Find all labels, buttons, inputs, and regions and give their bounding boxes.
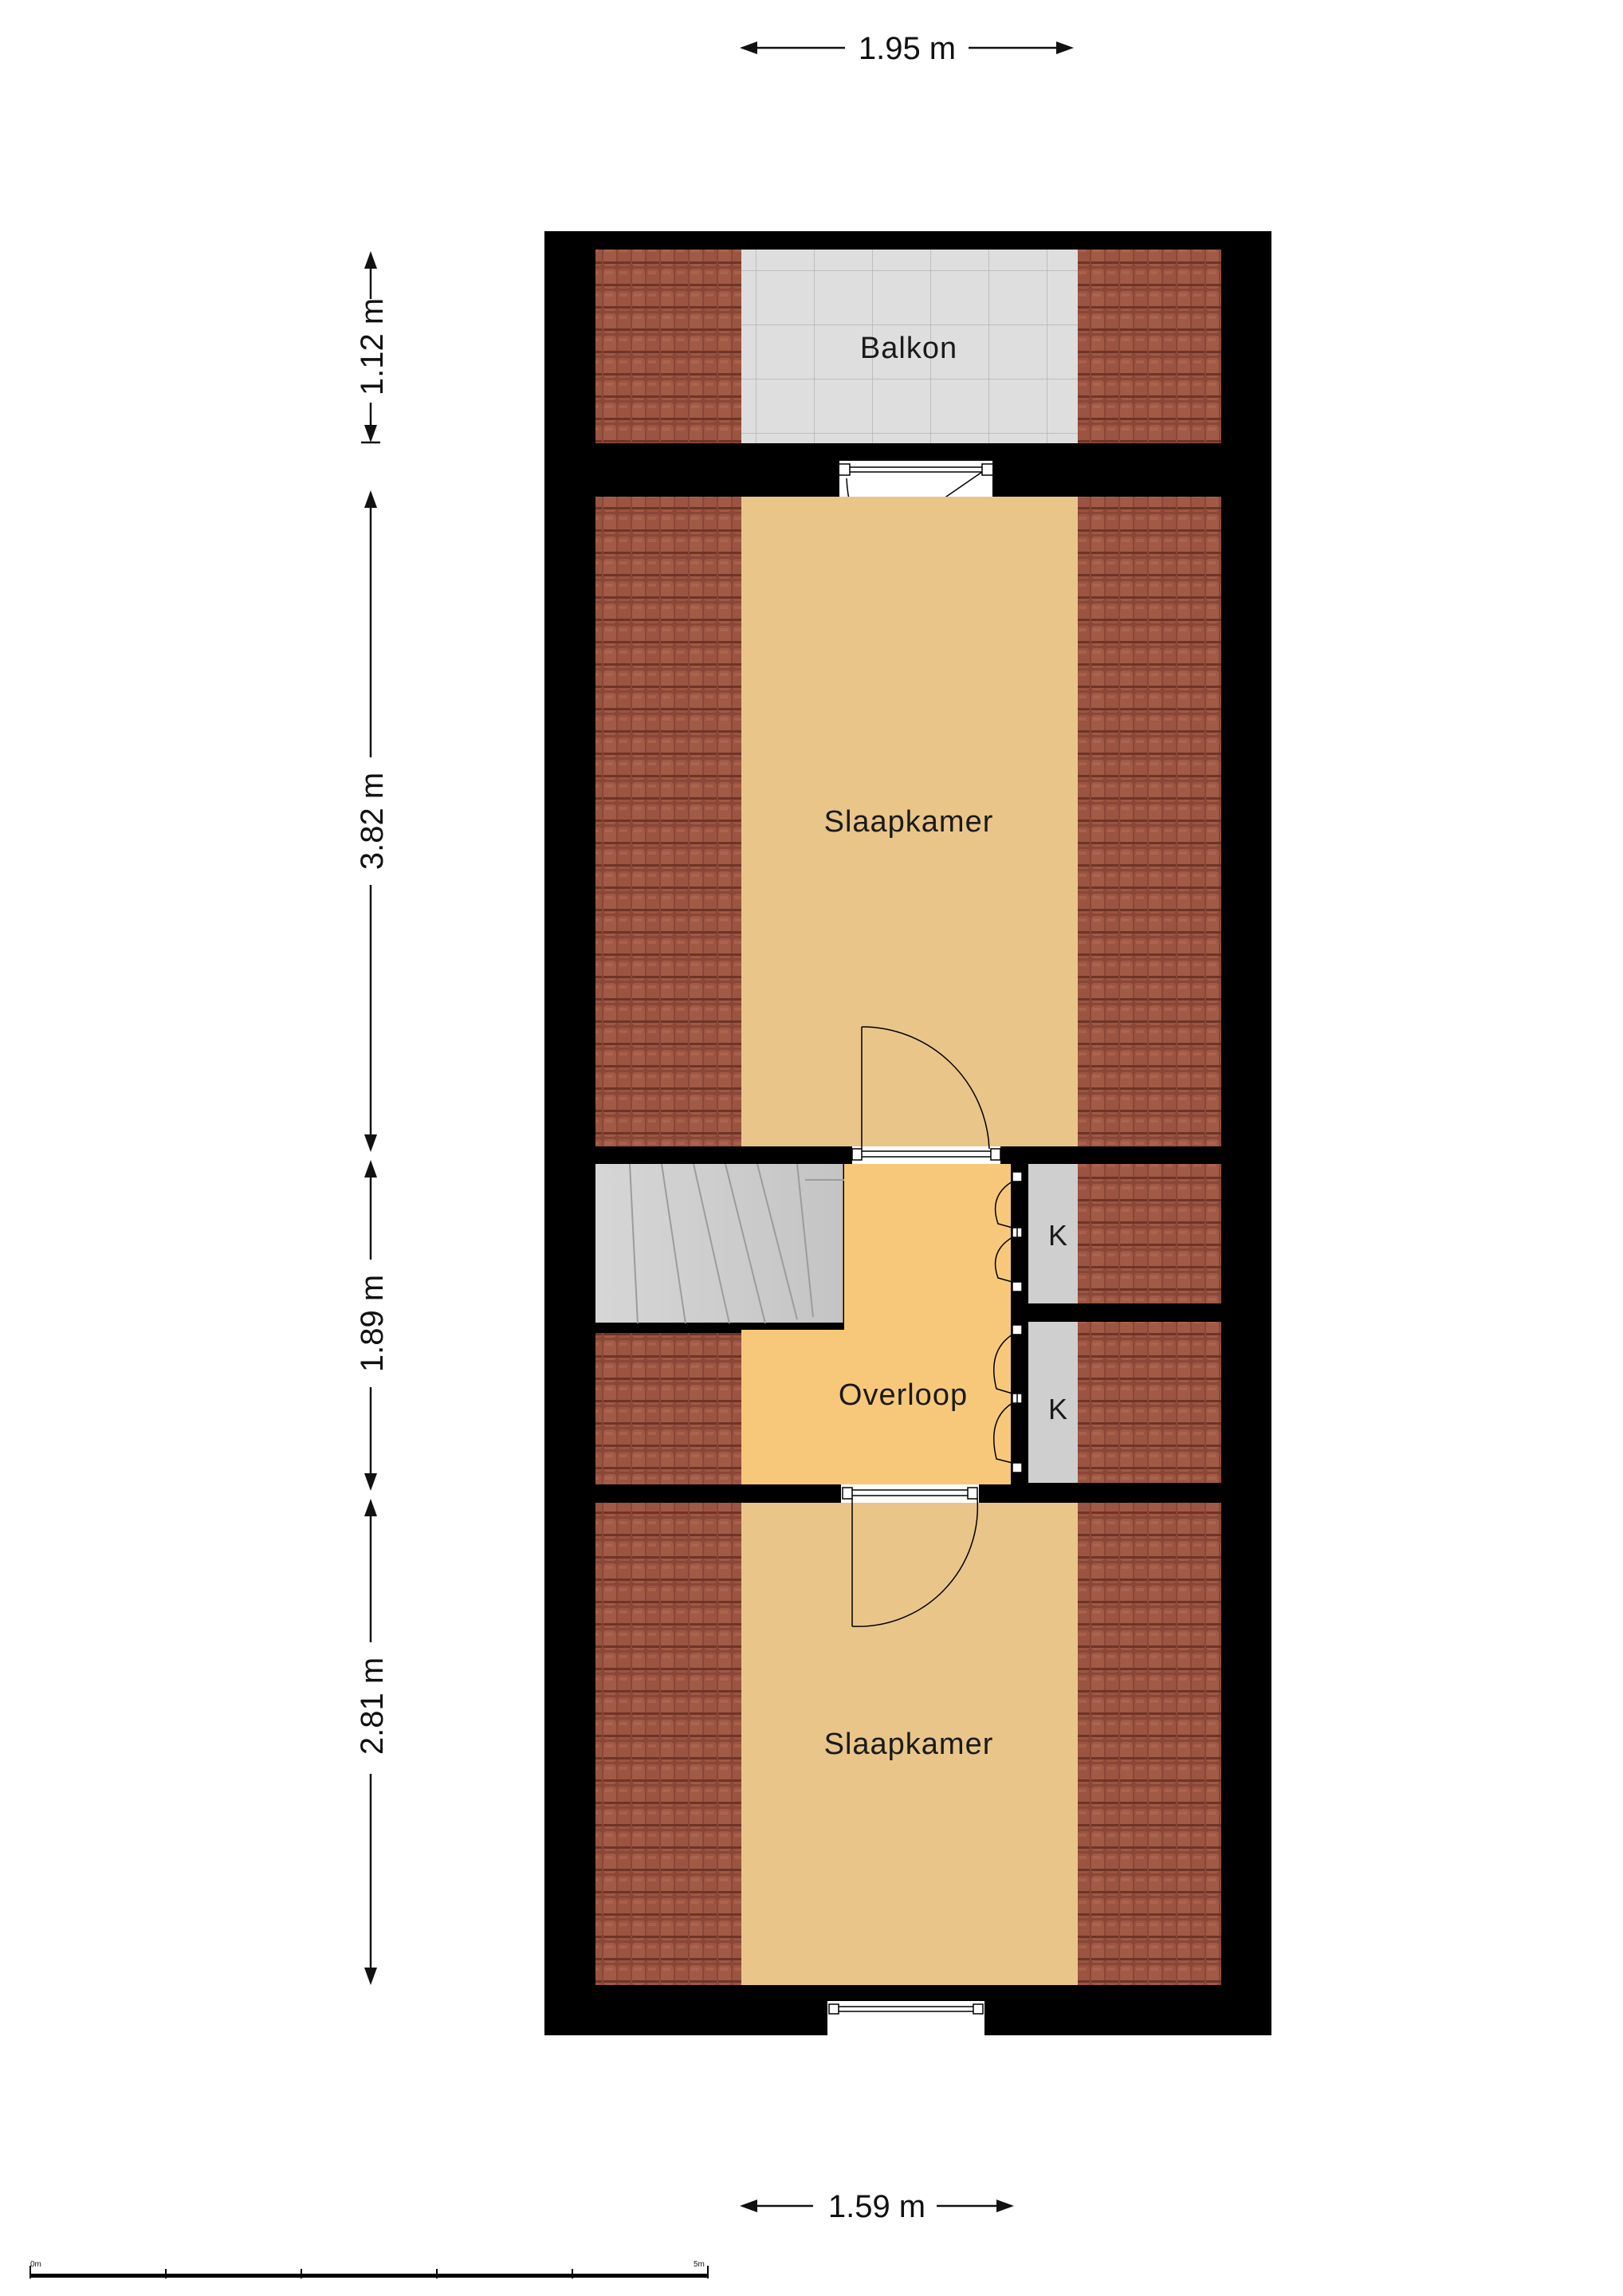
dimension-label-left-3: 1.89 m xyxy=(355,1275,390,1372)
scale-label-start: 0m xyxy=(30,2260,41,2269)
dimension-label-left-2: 3.82 m xyxy=(355,773,390,870)
bedroom-bottom-door[interactable] xyxy=(841,1484,979,1627)
scale-label-end: 5m xyxy=(694,2260,705,2269)
dimension-left-2: 3.82 m xyxy=(355,490,390,1152)
bedroom-top-door[interactable] xyxy=(851,1026,1002,1164)
dimension-label-left-4: 2.81 m xyxy=(355,1657,390,1755)
room-label-balcony: Balkon xyxy=(860,332,957,365)
room-label-closet-bottom: K xyxy=(1048,1393,1067,1425)
dimension-bottom-width: 1.59 m xyxy=(740,2189,1014,2224)
dimension-label-top: 1.95 m xyxy=(859,31,956,66)
room-label-closet-top: K xyxy=(1048,1219,1067,1252)
room-label-bedroom-top: Slaapkamer xyxy=(824,805,994,839)
dimension-left-1: 1.12 m xyxy=(355,251,390,444)
bottom-window xyxy=(827,2001,984,2035)
balcony-door[interactable] xyxy=(837,461,995,547)
closet-bottom-floor xyxy=(1028,1322,1078,1483)
balcony-floor xyxy=(741,250,1078,443)
dimension-left-3: 1.89 m xyxy=(355,1160,390,1491)
dimension-top-width: 1.95 m xyxy=(740,31,1074,66)
closet-top-floor xyxy=(1028,1164,1078,1303)
roof-tiles xyxy=(595,250,1221,1985)
dimension-label-left-1: 1.12 m xyxy=(355,298,390,395)
bedroom-bottom-floor xyxy=(741,1503,1078,1985)
closet-top-doors[interactable] xyxy=(994,1171,1023,1292)
room-label-landing: Overloop xyxy=(839,1378,968,1412)
internal-walls xyxy=(544,443,1271,2035)
staircase xyxy=(595,1163,847,1327)
landing-floor xyxy=(741,1164,1011,1484)
bedroom-top-floor xyxy=(741,497,1078,1146)
dimension-label-bottom: 1.59 m xyxy=(828,2189,925,2224)
closet-bottom-doors[interactable] xyxy=(993,1324,1023,1473)
scale-bar: 0m 5m xyxy=(29,2260,709,2278)
room-label-bedroom-bottom: Slaapkamer xyxy=(824,1728,994,1761)
dimension-left-4: 2.81 m xyxy=(355,1499,390,1985)
